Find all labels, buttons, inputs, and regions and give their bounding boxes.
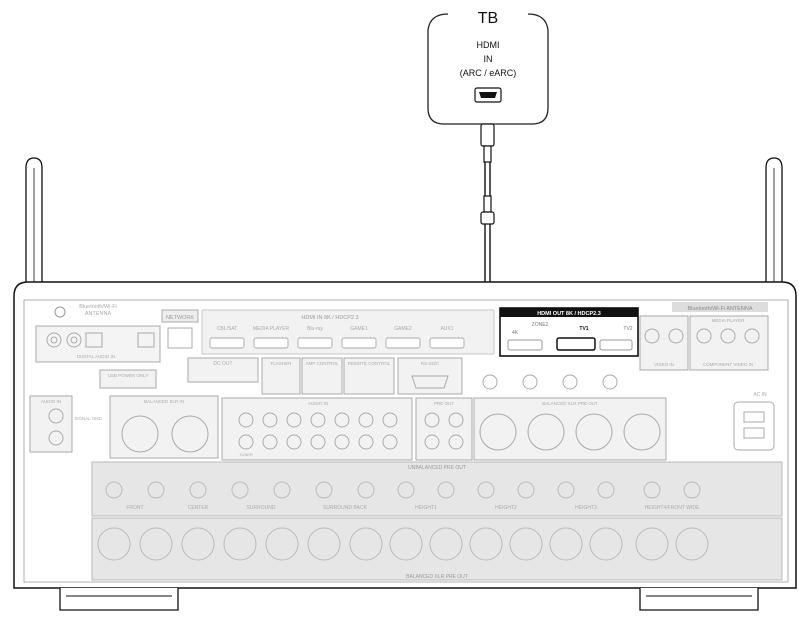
channel-label-surround-back: SURROUND BACK [323,505,368,511]
rs232c-label: RS-232C [421,361,440,366]
tuner-label: TUNER [239,452,253,457]
channel-label-height1: HEIGHT1 [415,505,437,511]
hdmi-in-port-label: GAME2 [394,326,412,332]
hdmi-in-port-label: Blu-ray [307,326,323,332]
network-label: NETWORK [166,315,194,321]
hdmi-out-port-label: TV2 [623,326,632,332]
remote-control-label: REMOTE CONTROL [348,361,391,366]
hdmi-in-port-label: AUX1 [440,326,453,332]
balanced-pre-out-bottom-label: BALANCED XLR PRE OUT [406,574,468,580]
tv-label-hdmi: HDMI [477,40,500,50]
hdmi-in-label: HDMI IN 8K / HDCP2.3 [301,315,358,321]
tv-hdmi-port-icon [475,88,501,102]
channel-label-height4: HEIGHT4/FRONT WIDE [645,505,700,511]
tv-title: ТВ [478,10,498,27]
hdmi-out-label: HDMI OUT 8K / HDCP2.3 [537,311,601,317]
ac-in-label: AC IN [753,392,767,398]
zone-pre-out-label: PRE OUT [434,401,454,406]
balanced-xlr-in-label: BALANCED XLR IN [144,399,184,404]
subwoofer-pre-out-section: BALANCED XLR PRE OUT [474,398,666,460]
usb-power-label: USB POWER ONLY [108,373,149,378]
video-in-section: VIDEO IN COMPONENT VIDEO IN MEDIA PLAYER [640,316,768,370]
hdmi-in-port-label: CBL/SAT [217,326,237,332]
bt-wifi-label-left2: ANTENNA [85,311,112,317]
bt-wifi-label-right: Bluetooth/Wi-Fi ANTENNA [687,306,752,312]
hdmi-out-port-label: ZONE2 [532,322,549,328]
balanced-pre-out-section: BALANCED XLR PRE OUT [92,518,782,580]
balanced-xlr-pre-out-label: BALANCED XLR PRE OUT [542,401,598,406]
video-in-label: VIDEO IN [654,362,674,367]
digital-audio-in-label: DIGITAL AUDIO IN [77,354,115,359]
phono-in-section: AUDIO IN SIGNAL GND BALANCED XLR IN [30,396,218,458]
analog-audio-in-section: AUDIO IN TUNER PRE OUT [222,398,472,460]
hdmi-in-port-label: GAME1 [350,326,368,332]
hdmi-in-port-label: MEDIA PLAYER [253,326,290,332]
channel-label-center: CENTER [188,505,209,511]
receiver-foot-left [60,588,178,610]
hdmi-in-section: HDMI IN 8K / HDCP2.3 CBL/SAT MEDIA PLAYE… [202,310,494,354]
dc-out-label: DC OUT [213,361,232,367]
component-video-in-label: COMPONENT VIDEO IN [703,362,753,367]
signal-gnd-label: SIGNAL GND [74,416,102,421]
amp-control-label: AMP CONTROL [306,361,339,366]
hdmi-out-section: HDMI OUT 8K / HDCP2.3 4K ZONE2 TV1 TV2 [500,308,638,356]
tv-label-arc: (ARC / eARC) [460,68,517,78]
tv-box: ТВ HDMI IN (ARC / eARC) [428,10,548,124]
phono-audio-in-label: AUDIO IN [41,399,61,404]
digital-audio-in-section: DIGITAL AUDIO IN [36,326,160,362]
channel-label-surround: SURROUND [247,505,276,511]
unbalanced-pre-out-label: UNBALANCED PRE OUT [408,465,466,471]
hdmi-out-port-label: 4K [512,330,519,336]
tv-label-in: IN [484,54,493,64]
hdmi-out-tv1-port [557,338,595,350]
media-player-label: MEDIA PLAYER [712,318,745,323]
channel-label-height3: HEIGHT3 [575,505,597,511]
channel-label-front: FRONT [126,505,143,511]
channel-label-height2: HEIGHT2 [495,505,517,511]
bt-wifi-label-left: Bluetooth/Wi-Fi [79,304,117,310]
bt-antenna-label-right: Bluetooth/Wi-Fi ANTENNA [672,302,768,312]
hdmi-out-tv1-label: TV1 [579,326,588,332]
audio-in-label: AUDIO IN [308,401,328,406]
flasher-label: FLASHER [271,361,293,366]
receiver-foot-right [640,588,758,610]
